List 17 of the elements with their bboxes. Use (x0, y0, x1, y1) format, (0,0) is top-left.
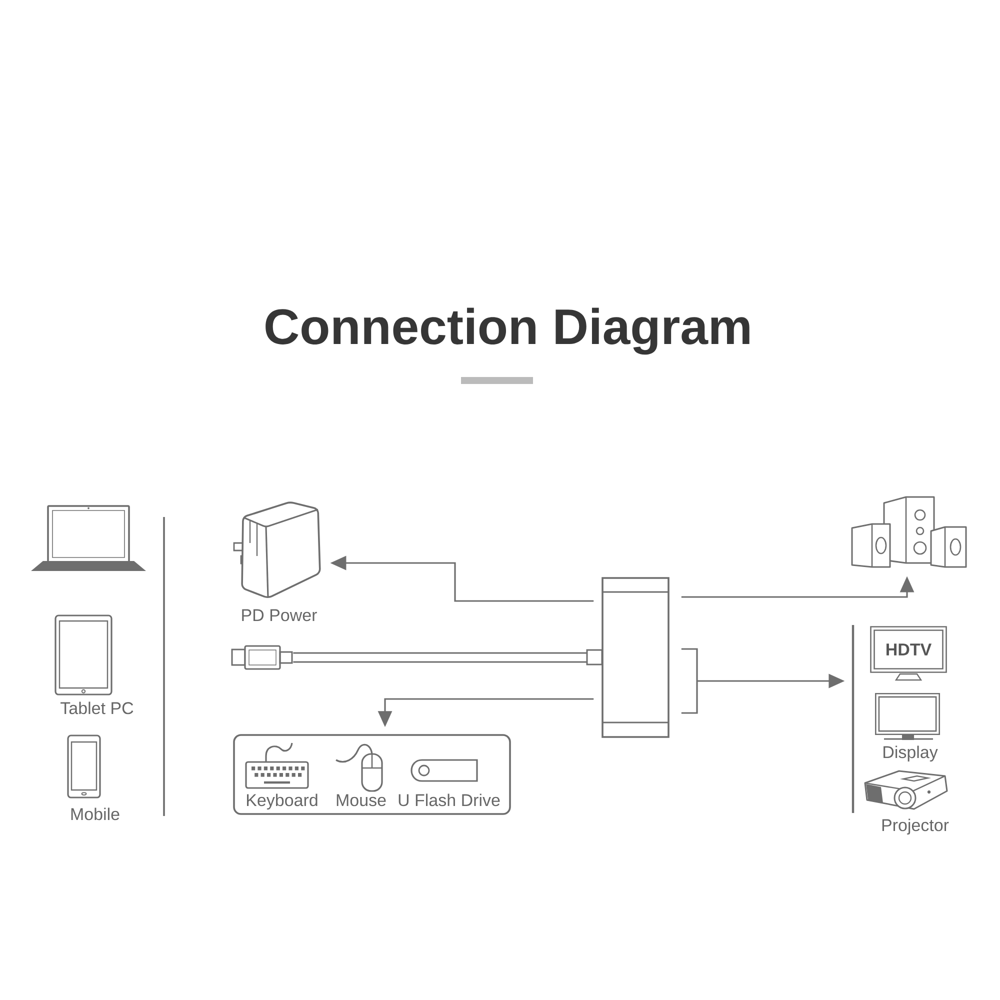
plug-icon (231, 645, 293, 670)
device-label: Mouse (336, 794, 386, 806)
tv-screen: HDTV (870, 626, 947, 681)
device-label: PD Power (242, 609, 317, 622)
laptop-icon (31, 505, 146, 571)
device-label: Mobile (71, 808, 120, 820)
speakers-icon (851, 496, 967, 568)
group-box (233, 734, 511, 815)
divider-line (852, 625, 854, 813)
device-label: Projector (882, 818, 949, 835)
device-label: U Flash Drive (398, 794, 500, 806)
hub-box (586, 577, 670, 738)
device-label: Display (884, 746, 938, 762)
cable (292, 652, 588, 663)
device-label: Keyboard (247, 794, 318, 810)
device-label: Tablet PC (60, 702, 134, 714)
title: Connection Diagram (266, 308, 750, 355)
